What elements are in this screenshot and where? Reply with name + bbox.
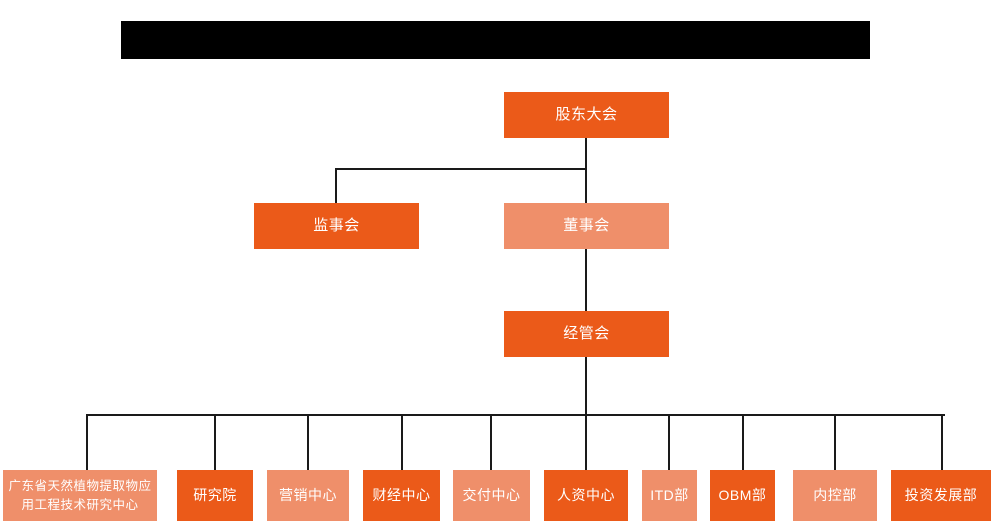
node-research-institute[interactable]: 研究院 bbox=[177, 470, 253, 521]
node-investment-dev-dept[interactable]: 投资发展部 bbox=[891, 470, 991, 521]
connector-drop-finance-center bbox=[401, 414, 403, 470]
connector-drop-investment-dev-dept bbox=[941, 414, 943, 470]
connector-supervisors-down bbox=[335, 168, 337, 203]
connector-shareholders-down bbox=[585, 138, 587, 203]
connector-drop-research-institute bbox=[214, 414, 216, 470]
connector-drop-obm-dept bbox=[742, 414, 744, 470]
node-supervisors[interactable]: 监事会 bbox=[254, 203, 419, 249]
node-hr-center[interactable]: 人资中心 bbox=[544, 470, 628, 521]
connector-drop-delivery-center bbox=[490, 414, 492, 470]
node-rd-center-label-line1: 广东省天然植物提取物应 bbox=[8, 479, 152, 494]
connector-drop-rd-center bbox=[86, 414, 88, 470]
redacted-title-bar bbox=[121, 21, 870, 59]
node-shareholders[interactable]: 股东大会 bbox=[504, 92, 669, 138]
node-directors[interactable]: 董事会 bbox=[504, 203, 669, 249]
connector-drop-itd-dept bbox=[668, 414, 670, 470]
connector-management-to-bus bbox=[585, 357, 587, 415]
node-marketing-center[interactable]: 营销中心 bbox=[267, 470, 349, 521]
connector-drop-internal-control-dept bbox=[834, 414, 836, 470]
node-itd-dept[interactable]: ITD部 bbox=[642, 470, 697, 521]
node-delivery-center[interactable]: 交付中心 bbox=[453, 470, 530, 521]
connector-directors-to-management bbox=[585, 249, 587, 311]
node-rd-center-label: 广东省天然植物提取物应 用工程技术研究中心 bbox=[8, 477, 151, 513]
connector-drop-marketing-center bbox=[307, 414, 309, 470]
connector-branch-bus bbox=[335, 168, 586, 170]
node-management[interactable]: 经管会 bbox=[504, 311, 669, 357]
node-obm-dept[interactable]: OBM部 bbox=[710, 470, 775, 521]
connector-drop-hr-center bbox=[585, 414, 587, 470]
node-rd-center-label-line2: 用工程技术研究中心 bbox=[21, 497, 139, 512]
node-internal-control-dept[interactable]: 内控部 bbox=[793, 470, 877, 521]
node-finance-center[interactable]: 财经中心 bbox=[363, 470, 440, 521]
node-rd-center[interactable]: 广东省天然植物提取物应 用工程技术研究中心 bbox=[3, 470, 157, 521]
connector-main-bus bbox=[86, 414, 945, 416]
